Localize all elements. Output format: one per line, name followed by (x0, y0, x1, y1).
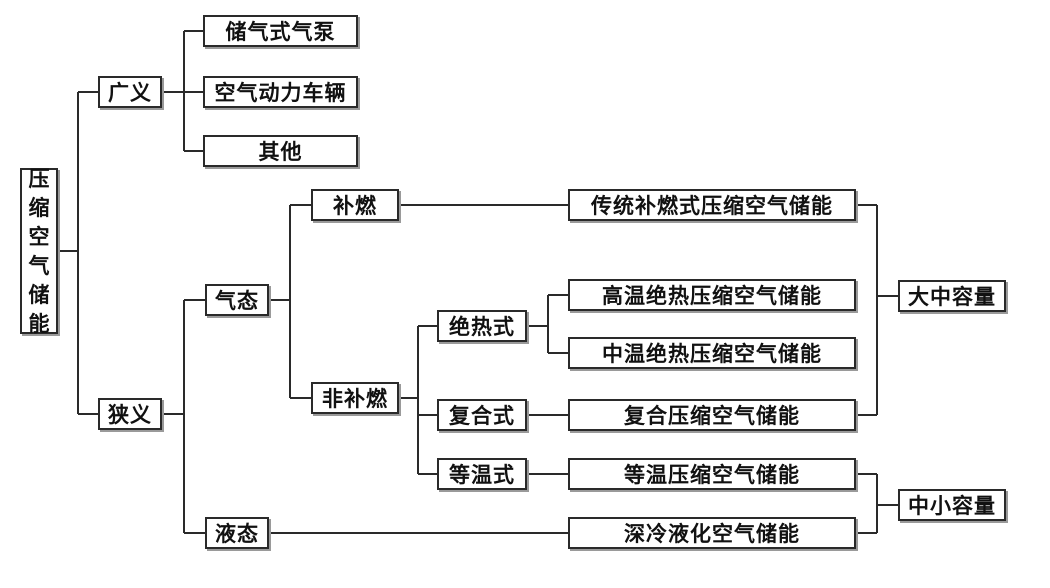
supplementary-node: 补燃 (311, 189, 399, 221)
leaf-medium-temp-adiabatic: 中温绝热压缩空气储能 (568, 337, 856, 369)
non-supplementary-node: 非补燃 (311, 382, 399, 414)
broad-child-storage-pump: 储气式气泵 (203, 15, 358, 47)
isothermal-node: 等温式 (437, 458, 527, 490)
capacity-large-medium: 大中容量 (898, 280, 1006, 312)
gas-node: 气态 (205, 284, 269, 316)
narrow-node: 狭义 (98, 398, 162, 430)
adiabatic-node: 绝热式 (437, 310, 527, 342)
root-label: 压缩空气储能 (28, 166, 50, 336)
leaf-cryogenic-liquid: 深冷液化空气储能 (568, 517, 856, 549)
leaf-traditional-supplementary: 传统补燃式压缩空气储能 (568, 189, 856, 221)
leaf-high-temp-adiabatic: 高温绝热压缩空气储能 (568, 279, 856, 311)
leaf-composite: 复合压缩空气储能 (568, 399, 856, 431)
leaf-isothermal: 等温压缩空气储能 (568, 458, 856, 490)
root-node: 压缩空气储能 (20, 166, 58, 336)
broad-child-other: 其他 (203, 135, 358, 167)
capacity-small-medium: 中小容量 (898, 489, 1006, 521)
broad-node: 广义 (98, 76, 162, 108)
composite-node: 复合式 (437, 399, 527, 431)
broad-child-air-vehicle: 空气动力车辆 (203, 76, 358, 108)
liquid-node: 液态 (205, 517, 269, 549)
